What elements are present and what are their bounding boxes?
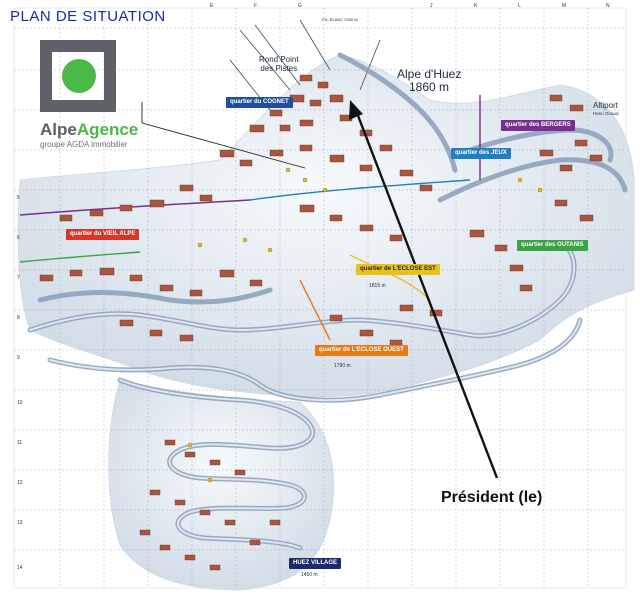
district-caption-eclose-est: quartier de xyxy=(360,266,392,272)
altiport-label: Altiport xyxy=(593,101,618,110)
district-label-jeux: JEUX xyxy=(491,150,507,156)
grid-row-13: 13 xyxy=(17,520,23,526)
poi-markers xyxy=(187,167,543,483)
eclose-est-altitude: 1815 m xyxy=(369,283,386,289)
map-title: PLAN DE SITUATION xyxy=(10,8,166,25)
grid-row-7: 7 xyxy=(17,275,20,281)
grid-col-l: L xyxy=(518,3,521,9)
logo-name-part1: Alpe xyxy=(40,120,77,139)
district-caption-jeux: quartier des xyxy=(455,150,490,156)
grid-row-5: 5 xyxy=(17,195,20,201)
ski-lifts xyxy=(229,19,381,111)
district-badge-eclose-ouest: quartier de L'ECLOSE OUEST xyxy=(315,345,408,356)
district-caption-cognet: quartier du xyxy=(230,99,262,105)
eclose-ouest-altitude: 1790 m xyxy=(334,363,351,369)
grid-lines xyxy=(14,8,626,588)
alpe-dhuez-altitude: 1860 m xyxy=(409,80,450,94)
president-annotation-label: Président (le) xyxy=(441,489,543,506)
rond-point-label: Rond Point des Pistes xyxy=(259,55,299,73)
grid-col-e: E xyxy=(210,3,214,9)
president-arrow-shaft xyxy=(355,112,499,479)
logo-name-part2: Agence xyxy=(76,120,139,139)
alpeagence-logo-icon xyxy=(40,40,116,112)
district-label-cognet: COGNET xyxy=(263,99,289,105)
pic-blanc-label: PIC BLANC 3330 M xyxy=(322,17,358,22)
grid-col-f: F xyxy=(254,3,258,9)
huez-village-altitude: 1450 m xyxy=(301,572,318,578)
district-caption-vieil-alpe: quartier du xyxy=(70,231,102,237)
grid-row-12: 12 xyxy=(17,480,23,486)
district-label-outanis: OUTANIS xyxy=(557,242,584,248)
district-label-eclose-ouest: L'ECLOSE OUEST xyxy=(351,347,404,353)
grid-row-14: 14 xyxy=(17,565,23,571)
district-badge-bergers: quartier des BERGERS xyxy=(501,120,575,131)
district-badge-outanis: quartier des OUTANIS xyxy=(517,240,588,251)
district-caption-bergers: quartier des xyxy=(505,122,540,128)
district-label-huez-village: HUEZ VILLAGE xyxy=(293,560,338,566)
district-caption-outanis: quartier des xyxy=(521,242,556,248)
district-badge-cognet: quartier du COGNET xyxy=(226,97,293,108)
grid-col-j: J xyxy=(430,3,433,9)
altiport-sub: Henri Giraud xyxy=(593,111,619,116)
logo-name: AlpeAgence xyxy=(40,120,138,140)
district-caption-eclose-ouest: quartier de xyxy=(319,347,351,353)
district-badge-vieil-alpe: quartier du VIEIL ALPE xyxy=(66,229,140,240)
buildings-lower xyxy=(139,439,281,571)
roads-inner xyxy=(29,244,581,549)
district-label-vieil-alpe: VIEIL ALPE xyxy=(103,231,136,237)
grid-row-11: 11 xyxy=(17,440,23,446)
logo-tagline: groupe AGDA immobilier xyxy=(40,140,128,149)
district-label-eclose-est: L'ECLOSE EST xyxy=(392,266,436,272)
grid-col-k: K xyxy=(474,3,478,9)
logo-pointer-line-2 xyxy=(141,122,306,169)
grid-row-6: 6 xyxy=(17,235,20,241)
grid-row-8: 8 xyxy=(17,315,20,321)
alpe-dhuez-label: Alpe d'Huez xyxy=(397,67,462,81)
grid-col-g: G xyxy=(298,3,302,9)
district-badge-huez-village: HUEZ VILLAGE xyxy=(289,558,342,569)
map-grid xyxy=(13,7,627,589)
district-badge-jeux: quartier des JEUX xyxy=(451,148,511,159)
alpeagence-logo: AlpeAgence groupe AGDA immobilier xyxy=(40,40,150,155)
grid-col-n: N xyxy=(606,3,610,9)
grid-row-10: 10 xyxy=(17,400,23,406)
district-badge-eclose-est: quartier de L'ECLOSE EST xyxy=(356,264,440,275)
district-label-bergers: BERGERS xyxy=(541,122,571,128)
buildings-upper xyxy=(39,74,603,347)
grid-col-m: M xyxy=(562,3,567,9)
president-arrow-head xyxy=(349,100,363,120)
grid-row-9: 9 xyxy=(17,355,20,361)
